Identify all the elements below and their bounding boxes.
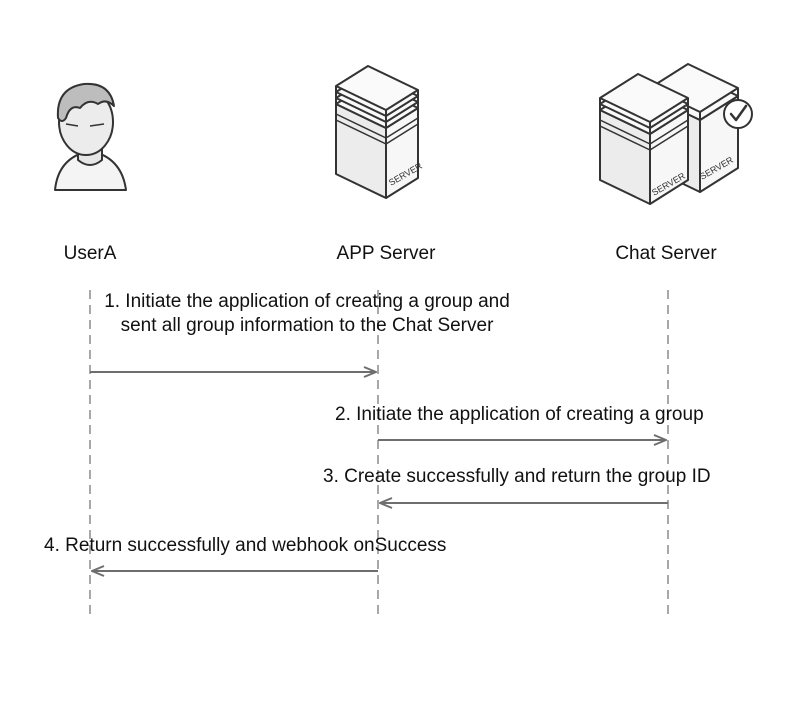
server-icon	[335, 65, 419, 199]
message-label-2: 2. Initiate the application of creating …	[335, 404, 704, 425]
check-badge-icon	[723, 99, 753, 129]
server-cluster-icon	[599, 63, 739, 205]
message-label-1: 1. Initiate the application of creating …	[104, 291, 510, 336]
message-label-3: 3. Create successfully and return the gr…	[323, 466, 711, 487]
user-icon	[54, 82, 127, 191]
actor-label-app-server: APP Server	[336, 243, 436, 264]
message-label-4: 4. Return successfully and webhook onSuc…	[44, 535, 447, 556]
actor-label-chat-server: Chat Server	[615, 243, 717, 264]
actor-label-user: UserA	[63, 243, 117, 264]
